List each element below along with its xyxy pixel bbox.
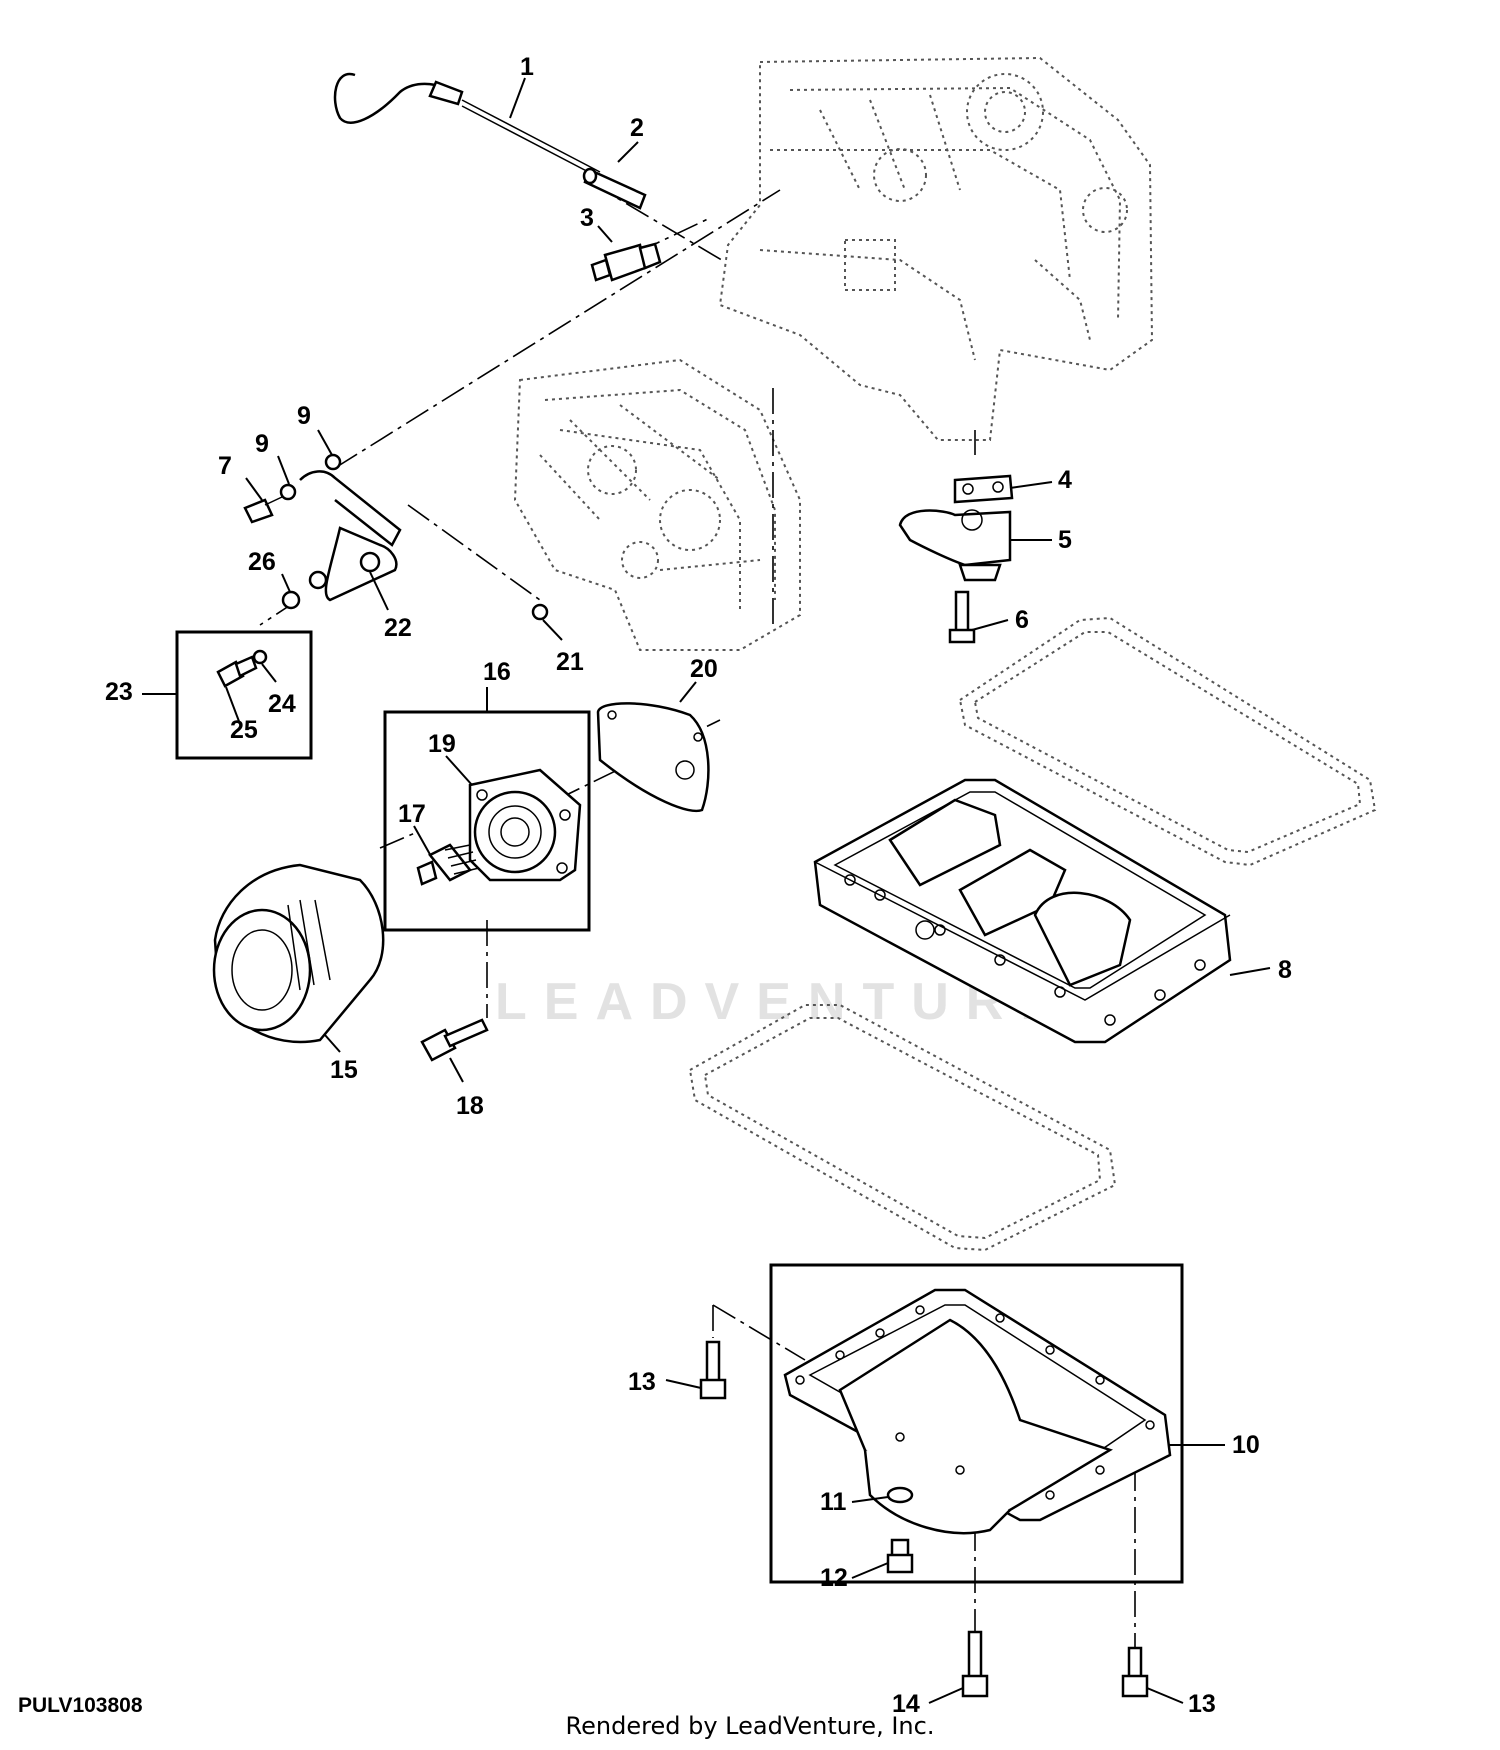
- callout-8: 8: [1278, 956, 1292, 984]
- oil-pan: [783, 1288, 1172, 1535]
- callout-24: 24: [268, 690, 296, 718]
- oil-pressure-switch: [590, 242, 662, 282]
- oil-pan-10-frame: [769, 1263, 1184, 1584]
- callout-22: 22: [384, 614, 412, 642]
- callout-11: 11: [820, 1488, 847, 1516]
- watermark: LEADVENTURE: [495, 973, 1073, 1031]
- callout-3: 3: [580, 204, 594, 232]
- oil-pan-bolt-14: [961, 1630, 989, 1698]
- strainer-gasket: [953, 474, 1014, 504]
- drawing-id: PULV103808: [18, 1694, 143, 1717]
- callout-26: 26: [248, 548, 276, 576]
- oil-filter-base: [468, 768, 582, 882]
- callout-25: 25: [230, 716, 258, 744]
- dipstick: [333, 72, 601, 179]
- callout-1: 1: [520, 53, 534, 81]
- render-credit: Rendered by LeadVenture, Inc.: [565, 1712, 935, 1740]
- filter-base-gasket: [596, 702, 710, 813]
- callout-13-lower: 13: [1188, 1690, 1216, 1718]
- callout-17: 17: [398, 800, 426, 828]
- callout-19: 19: [428, 730, 456, 758]
- callout-7: 7: [218, 452, 232, 480]
- leader-lines: [142, 77, 1271, 1704]
- callout-21: 21: [556, 648, 584, 676]
- oil-pan-lower-gasket: [688, 1004, 1117, 1252]
- callout-5: 5: [1058, 526, 1072, 554]
- drain-plug: [886, 1538, 914, 1574]
- callout-9-upper: 9: [297, 402, 311, 430]
- callout-9-lower: 9: [255, 430, 269, 458]
- callout-23: 23: [105, 678, 133, 706]
- callout-10: 10: [1232, 1431, 1260, 1459]
- callout-13-upper: 13: [628, 1368, 656, 1396]
- callout-6: 6: [1015, 606, 1029, 634]
- filter-base-bolt: [420, 1018, 489, 1062]
- callout-14: 14: [892, 1690, 920, 1718]
- oil-pipe-assembly: [243, 453, 549, 621]
- callout-labels: 1 2 3 4 5 6 7 8 9 9 10 11 12 13 13 14 15…: [105, 53, 1292, 1718]
- callout-2: 2: [630, 114, 644, 142]
- oil-pan-adapter: [813, 778, 1232, 1044]
- relief-valve-spring: [416, 843, 480, 886]
- callout-15: 15: [330, 1056, 358, 1084]
- drain-washer: [886, 1486, 914, 1504]
- oil-pan-bolt-13-upper: [699, 1340, 727, 1400]
- callout-18: 18: [456, 1092, 484, 1120]
- dipstick-tube: [582, 167, 647, 210]
- callout-12: 12: [820, 1564, 848, 1592]
- oil-strainer: [898, 509, 1012, 582]
- callout-16: 16: [483, 658, 511, 686]
- strainer-bolt: [948, 590, 976, 644]
- oil-pan-bolt-13-lower: [1121, 1646, 1149, 1698]
- oil-pan-upper-gasket: [958, 616, 1377, 867]
- engine-block-ghost: [513, 56, 1154, 651]
- oil-filter: [212, 863, 385, 1044]
- callout-4: 4: [1058, 466, 1072, 494]
- callout-20: 20: [690, 655, 718, 683]
